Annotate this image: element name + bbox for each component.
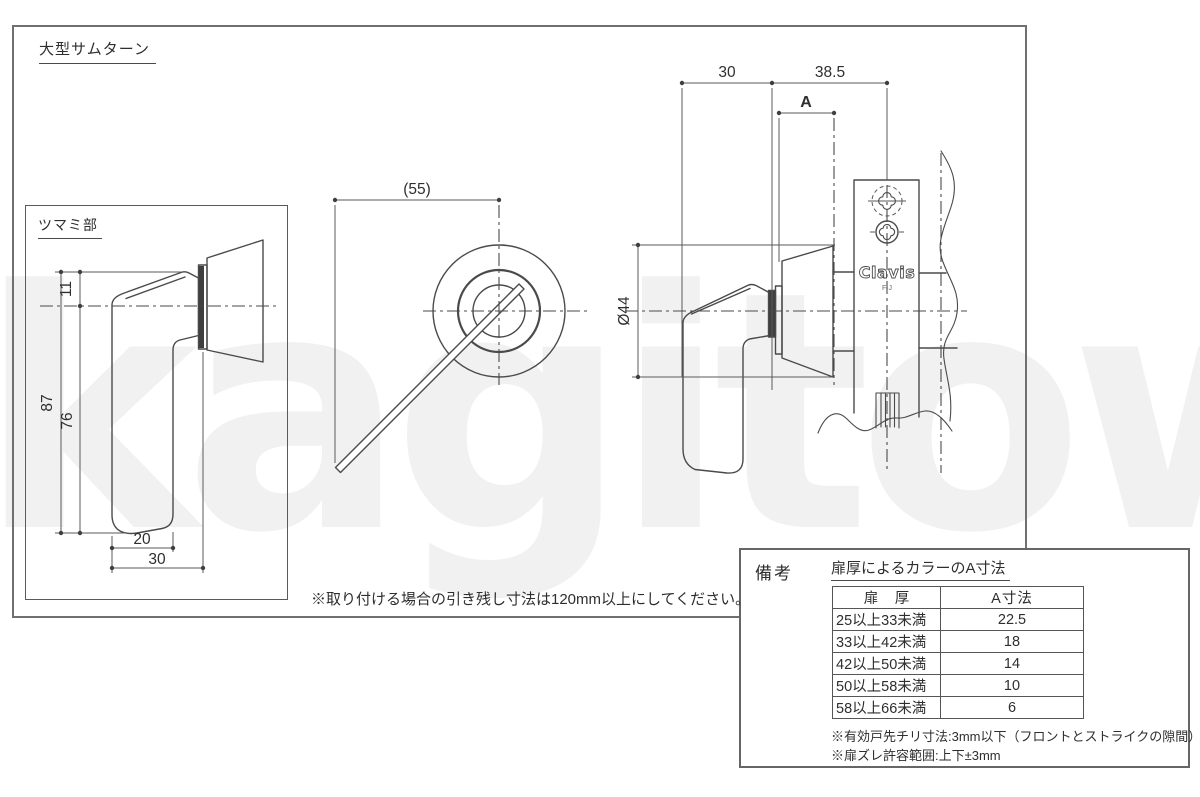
dimension-label-55: (55) <box>403 181 431 198</box>
install-note: ※取り付ける場合の引き残し寸法は120mm以上にしてください。 <box>311 591 751 608</box>
table-row: 33以上42未満 18 <box>832 630 1084 653</box>
remarks-table-title: 扉厚によるカラーのA寸法 <box>831 557 1010 581</box>
thumbturn-lever-bar <box>334 283 525 474</box>
table-cell-a: 6 <box>940 696 1084 719</box>
dimension-label-20: 20 <box>133 531 151 548</box>
spindle-hatch <box>875 392 900 429</box>
table-cell-door: 50以上58未満 <box>832 674 941 697</box>
remark-note: ※扉ズレ許容範囲:上下±3mm <box>831 748 1001 763</box>
table-row: 58以上66未満 6 <box>832 696 1084 719</box>
page-title: 大型サムターン <box>39 38 156 64</box>
lever-ridge-line <box>125 276 186 300</box>
table-cell-a: 22.5 <box>940 608 1084 631</box>
remarks-box: 備考 扉厚によるカラーのA寸法 扉 厚 A寸法 25以上33未満 22.5 33… <box>739 548 1200 768</box>
remark-note: ※有効戸先チリ寸法:3mm以下（フロントとストライクの隙間） <box>831 729 1200 744</box>
door-break-line-right <box>939 150 959 422</box>
installed-side-view: Clavis F·J 30 38.5 A Ø44 <box>616 64 967 474</box>
door-thickness-table: 扉 厚 A寸法 25以上33未満 22.5 33以上42未満 18 42以上50… <box>832 586 1084 719</box>
main-drawing-frame <box>12 25 1027 618</box>
brand-logo: Clavis <box>859 263 915 282</box>
table-cell-a: 18 <box>940 630 1084 653</box>
knob-detail-frame <box>25 205 288 600</box>
table-cell-door: 58以上66未満 <box>832 696 941 719</box>
dimension-label-A: A <box>800 94 812 111</box>
knob-side-view: 11 87 76 20 30 <box>39 239 278 573</box>
knob-cone <box>206 239 264 363</box>
dimension-label-87: 87 <box>39 394 56 411</box>
dimension-label-11: 11 <box>58 281 75 297</box>
table-cell-door: 33以上42未満 <box>832 630 941 653</box>
knob-view-title: ツマミ部 <box>38 215 102 239</box>
dimension-label-38-5: 38.5 <box>815 64 845 81</box>
table-row: 42以上50未満 14 <box>832 652 1084 675</box>
dimension-label-30-side: 30 <box>718 64 736 81</box>
table-row: 50以上58未満 10 <box>832 674 1084 697</box>
dimension-label-76: 76 <box>59 412 76 429</box>
table-cell-door: 25以上33未満 <box>832 608 941 631</box>
dimension-label-30-knob: 30 <box>148 551 166 568</box>
dimension-label-44: Ø44 <box>616 296 633 326</box>
table-cell-a: 14 <box>940 652 1084 675</box>
table-header-door-thickness: 扉 厚 <box>832 586 941 609</box>
thumbturn-front-view: (55) <box>332 181 588 474</box>
table-cell-door: 42以上50未満 <box>832 652 941 675</box>
remarks-label: 備考 <box>755 564 793 583</box>
table-header-row: 扉 厚 A寸法 <box>832 586 1084 609</box>
table-row: 25以上33未満 22.5 <box>832 608 1084 631</box>
table-cell-a: 10 <box>940 674 1084 697</box>
door-break-line-bottom <box>817 410 953 434</box>
table-header-a-dim: A寸法 <box>940 586 1084 609</box>
